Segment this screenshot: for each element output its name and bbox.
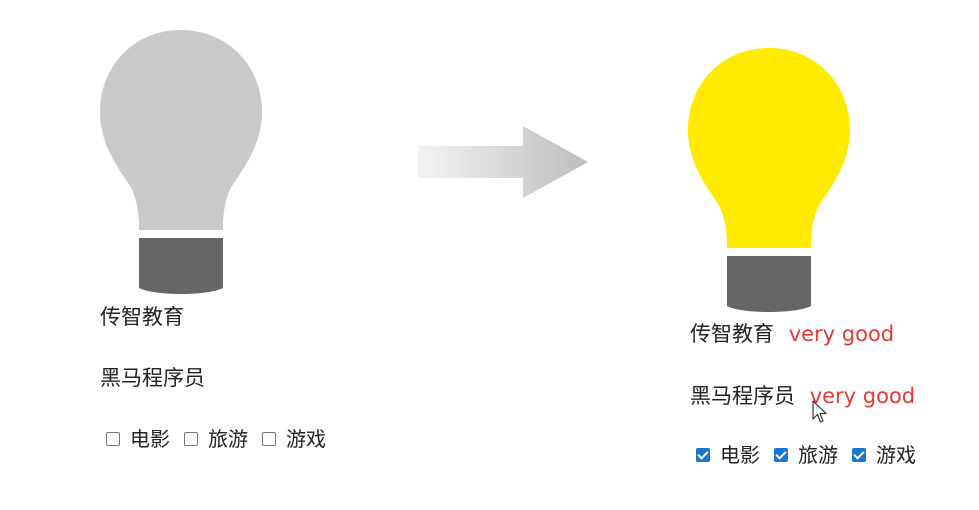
bulb-glass (100, 30, 262, 230)
movie-checkbox-label: 电影 (720, 443, 760, 467)
travel-checkbox-label: 旅游 (208, 427, 248, 451)
right-checkbox-game-item[interactable]: 游戏 (852, 442, 916, 468)
movie-checkbox-label: 电影 (130, 427, 170, 451)
bulb-glass (688, 48, 850, 248)
movie-checkbox-checked[interactable] (696, 448, 710, 462)
right-line-1: 传智教育 very good (690, 320, 894, 348)
left-line-1-text: 传智教育 (100, 305, 184, 329)
bulb-base (139, 238, 223, 294)
left-checkbox-group: 电影 旅游 游戏 (106, 426, 326, 452)
right-line-1-text: 传智教育 (690, 322, 774, 346)
left-line-1: 传智教育 (100, 303, 184, 331)
travel-checkbox[interactable] (184, 432, 198, 446)
game-checkbox-label: 游戏 (876, 443, 916, 467)
game-checkbox-label: 游戏 (286, 427, 326, 451)
left-line-2: 黑马程序员 (100, 364, 205, 392)
left-checkbox-travel-item[interactable]: 旅游 (184, 426, 248, 452)
travel-checkbox-label: 旅游 (798, 443, 838, 467)
right-checkbox-travel-item[interactable]: 旅游 (774, 442, 838, 468)
right-line-2: 黑马程序员 very good (690, 382, 915, 410)
right-checkbox-movie-item[interactable]: 电影 (696, 442, 760, 468)
left-line-2-text: 黑马程序员 (100, 366, 205, 390)
right-checkbox-group: 电影 旅游 游戏 (696, 442, 916, 468)
right-line-2-text: 黑马程序员 (690, 384, 795, 408)
lightbulb-on-icon (688, 48, 850, 312)
right-line-1-extra: very good (788, 322, 895, 346)
right-line-2-extra: very good (809, 384, 916, 408)
arrow-right-icon (418, 126, 588, 198)
left-checkbox-game-item[interactable]: 游戏 (262, 426, 326, 452)
game-checkbox[interactable] (262, 432, 276, 446)
mouse-cursor-icon (812, 400, 827, 423)
left-checkbox-movie-item[interactable]: 电影 (106, 426, 170, 452)
lightbulb-off-icon (100, 30, 262, 294)
movie-checkbox[interactable] (106, 432, 120, 446)
game-checkbox-checked[interactable] (852, 448, 866, 462)
travel-checkbox-checked[interactable] (774, 448, 788, 462)
bulb-base (727, 256, 811, 312)
